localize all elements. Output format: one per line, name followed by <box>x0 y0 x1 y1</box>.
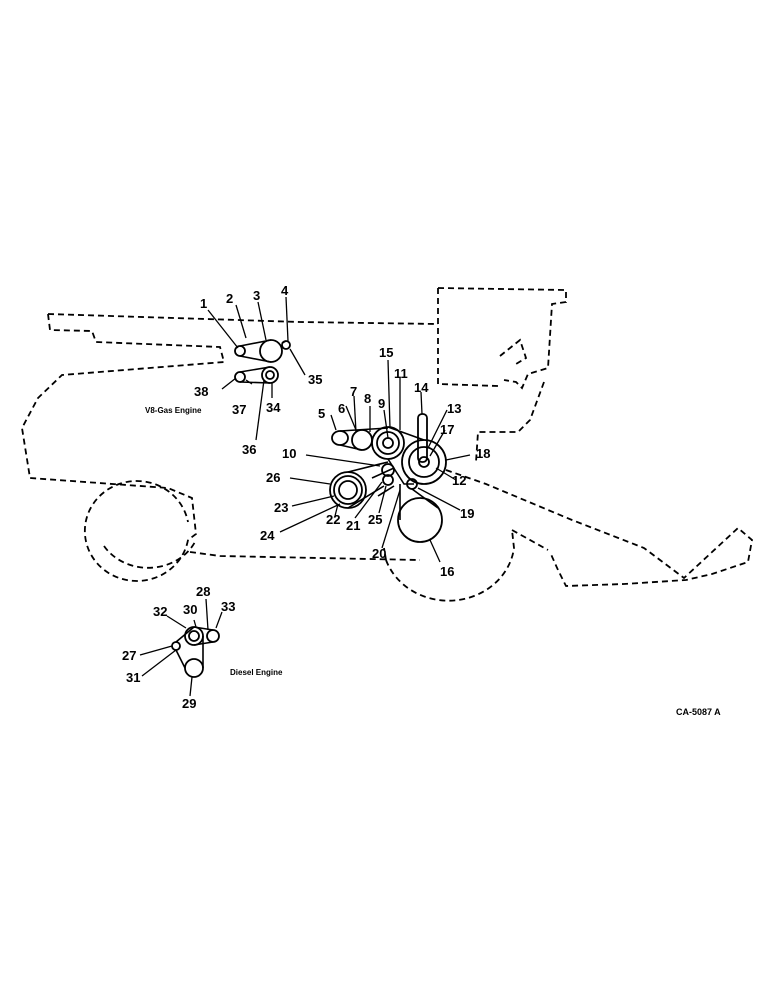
callout-8: 8 <box>364 391 371 406</box>
pulley-22 <box>338 480 358 500</box>
pulley-38 <box>234 371 246 383</box>
callout-3: 3 <box>253 288 260 303</box>
callout-13: 13 <box>447 401 461 416</box>
diesel-engine-drive <box>171 626 220 678</box>
pulley-23 <box>333 475 363 505</box>
pulley-9 <box>376 431 400 455</box>
callout-34: 34 <box>266 400 281 415</box>
callout-36: 36 <box>242 442 256 457</box>
callout-16: 16 <box>440 564 454 579</box>
callout-21: 21 <box>346 518 360 533</box>
pulley-26 <box>329 471 367 509</box>
callout-23: 23 <box>274 500 288 515</box>
callout-29: 29 <box>182 696 196 711</box>
callout-10: 10 <box>282 446 296 461</box>
pulley-17 <box>408 446 440 478</box>
figure-code: CA-5087 A <box>676 707 721 717</box>
pulley-27 <box>171 641 181 651</box>
combine-outline <box>21 287 753 602</box>
pulley-8 <box>351 429 373 451</box>
pulley-21 <box>382 474 394 486</box>
callout-7: 7 <box>350 384 357 399</box>
callout-30: 30 <box>183 602 197 617</box>
callout-17: 17 <box>440 422 454 437</box>
callout-26: 26 <box>266 470 280 485</box>
callout-38: 38 <box>194 384 208 399</box>
pulley-16 <box>397 497 443 543</box>
v8-engine-drive <box>234 339 291 384</box>
callout-19: 19 <box>460 506 474 521</box>
callout-12: 12 <box>452 473 466 488</box>
pulley-1 <box>234 345 246 357</box>
pulley-32 <box>188 630 200 642</box>
callout-14: 14 <box>414 380 429 395</box>
diesel-engine-caption: Diesel Engine <box>230 668 283 677</box>
callout-24: 24 <box>260 528 275 543</box>
pulley-29 <box>184 658 204 678</box>
pulley-33 <box>206 629 220 643</box>
callout-11: 11 <box>394 366 408 381</box>
callout-4: 4 <box>281 283 289 298</box>
leader-lines <box>139 296 471 697</box>
callout-20: 20 <box>372 546 386 561</box>
pulley-25 <box>381 463 395 477</box>
callout-1: 1 <box>200 296 207 311</box>
callout-25: 25 <box>368 512 382 527</box>
callout-9: 9 <box>378 396 385 411</box>
callout-35: 35 <box>308 372 322 387</box>
v8-engine-caption: V8-Gas Engine <box>145 406 202 415</box>
callout-28: 28 <box>196 584 210 599</box>
callout-33: 33 <box>221 599 235 614</box>
callout-5: 5 <box>318 406 325 421</box>
callout-2: 2 <box>226 291 233 306</box>
callout-27: 27 <box>122 648 136 663</box>
callout-37: 37 <box>232 402 246 417</box>
callout-6: 6 <box>338 401 345 416</box>
pulley-30 <box>184 626 204 646</box>
callout-32: 32 <box>153 604 167 619</box>
callout-22: 22 <box>326 512 340 527</box>
pulley-5 <box>331 430 349 446</box>
pulley-36 <box>265 370 275 380</box>
callout-15: 15 <box>379 345 393 360</box>
pulley-13-hub <box>418 456 430 468</box>
callout-numbers: 1 2 3 4 5 6 7 8 9 10 11 12 13 14 15 16 1… <box>122 283 490 711</box>
pulley-9-hub <box>382 437 394 449</box>
callout-31: 31 <box>126 670 140 685</box>
callout-18: 18 <box>476 446 490 461</box>
pulley-3 <box>259 339 283 363</box>
